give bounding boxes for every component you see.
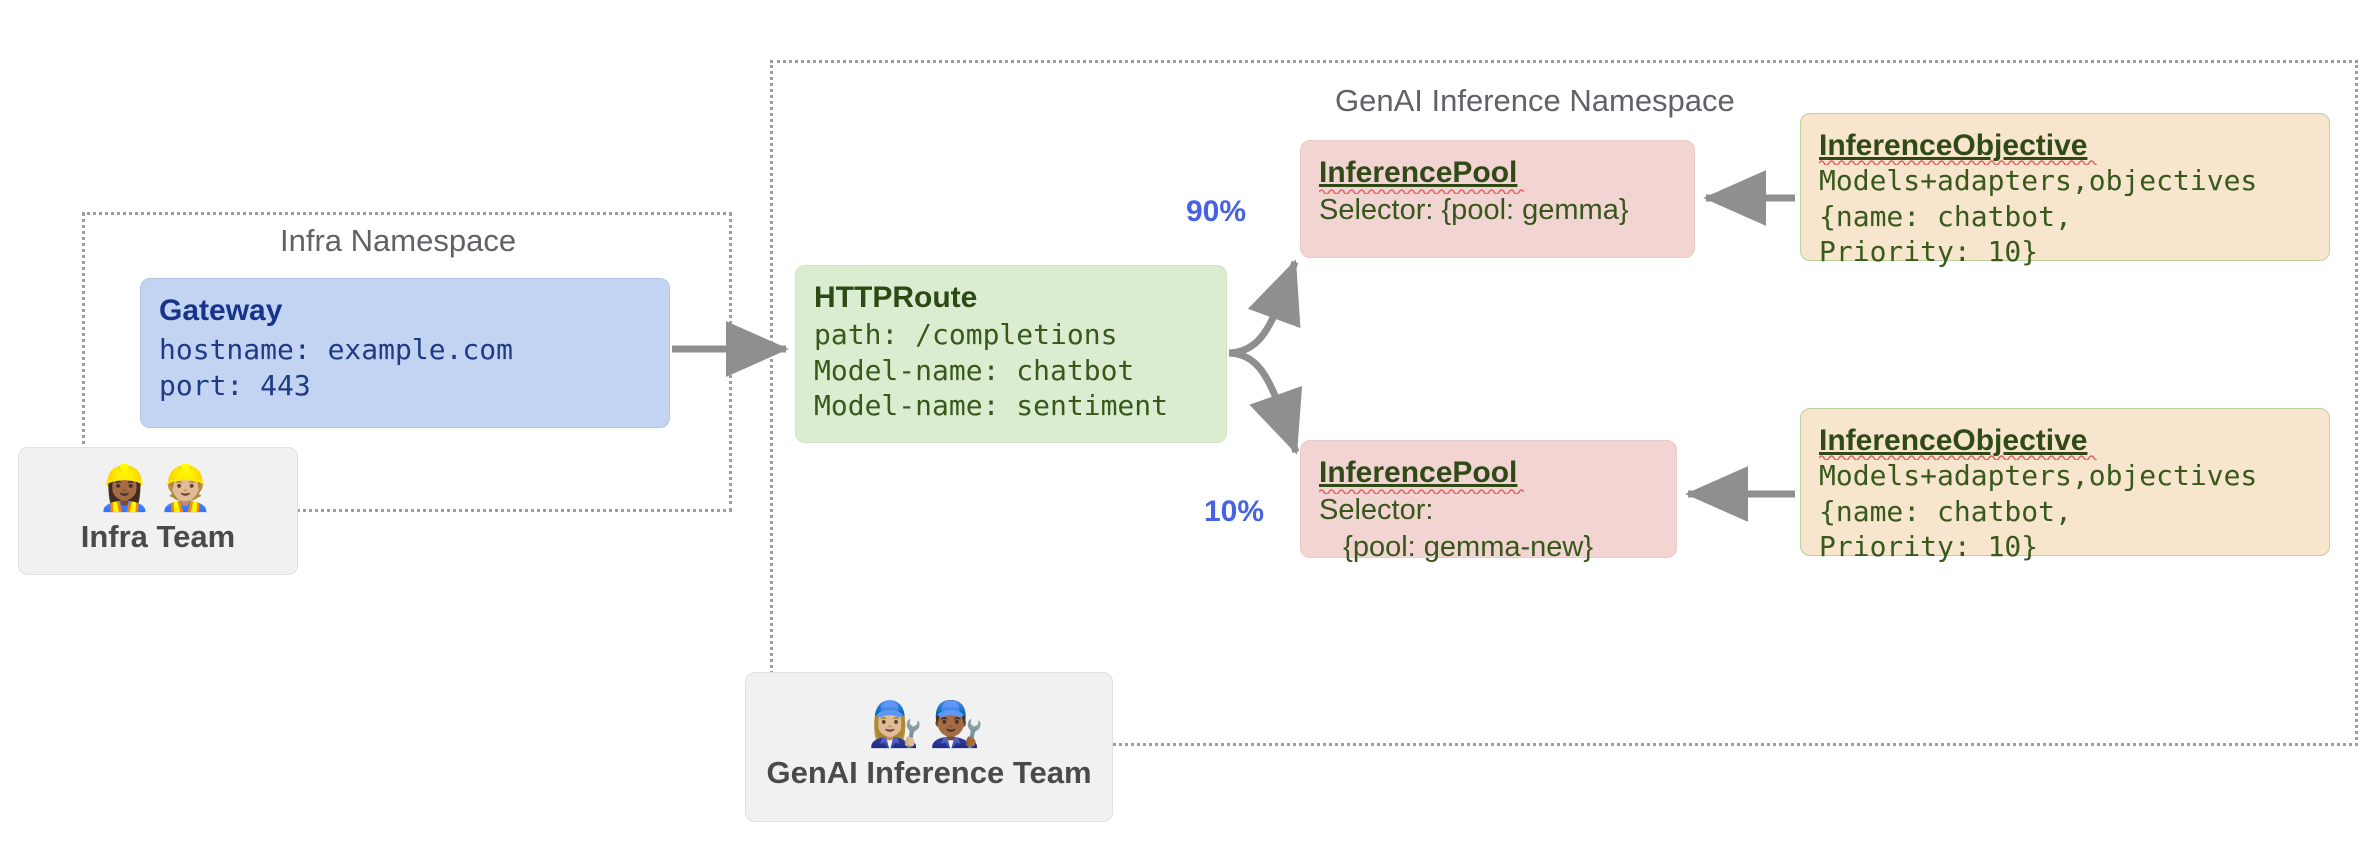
node-inferenceobjective-bottom-title: InferenceObjective xyxy=(1819,424,2088,457)
namespace-label-genai: GenAI Inference Namespace xyxy=(1335,83,1735,118)
node-gateway-body: hostname: example.com port: 443 xyxy=(159,333,514,402)
node-httproute-body: path: /completions Model-name: chatbot M… xyxy=(814,318,1169,422)
genai-team-label: GenAI Inference Team xyxy=(766,755,1092,790)
node-inferencepool-gemma[interactable]: InferencePool Selector: {pool: gemma} xyxy=(1300,140,1695,258)
node-inferencepool-gemma-new-title: InferencePool xyxy=(1319,456,1518,489)
team-card-infra[interactable]: 👷🏾‍♀️👷🏼 Infra Team xyxy=(18,447,298,575)
node-inferencepool-gemma-title: InferencePool xyxy=(1319,156,1518,189)
node-inferenceobjective-bottom[interactable]: InferenceObjective Models+adapters,objec… xyxy=(1800,408,2330,563)
node-httproute-title: HTTPRoute xyxy=(814,281,978,314)
node-inferenceobjective-bottom-body: Models+adapters,objectives {name: chatbo… xyxy=(1819,459,2258,563)
namespace-boundary-genai xyxy=(770,60,2358,746)
node-inferenceobjective-top-body: Models+adapters,objectives {name: chatbo… xyxy=(1819,164,2258,268)
genai-team-people-icon: 👩🏼‍🔧👨🏾‍🔧 xyxy=(868,699,990,750)
infra-team-label: Infra Team xyxy=(80,519,236,554)
namespace-label-infra: Infra Namespace xyxy=(280,223,517,258)
node-gateway[interactable]: Gateway hostname: example.com port: 443 xyxy=(140,278,670,428)
edge-weight-label-90: 90% xyxy=(1186,195,1247,228)
node-inferencepool-gemma-new-body: Selector: {pool: gemma-new} xyxy=(1319,494,1594,563)
node-inferencepool-gemma-body: Selector: {pool: gemma} xyxy=(1319,194,1629,227)
node-inferencepool-gemma-new[interactable]: InferencePool Selector: {pool: gemma-new… xyxy=(1300,440,1677,563)
node-gateway-title: Gateway xyxy=(159,294,283,327)
node-inferenceobjective-top-title: InferenceObjective xyxy=(1819,129,2088,162)
infra-team-people-icon: 👷🏾‍♀️👷🏼 xyxy=(97,463,219,514)
edge-weight-label-10: 10% xyxy=(1204,495,1265,528)
node-httproute[interactable]: HTTPRoute path: /completions Model-name:… xyxy=(795,265,1227,443)
team-card-genai[interactable]: 👩🏼‍🔧👨🏾‍🔧 GenAI Inference Team xyxy=(745,672,1113,822)
node-inferenceobjective-top[interactable]: InferenceObjective Models+adapters,objec… xyxy=(1800,113,2330,268)
